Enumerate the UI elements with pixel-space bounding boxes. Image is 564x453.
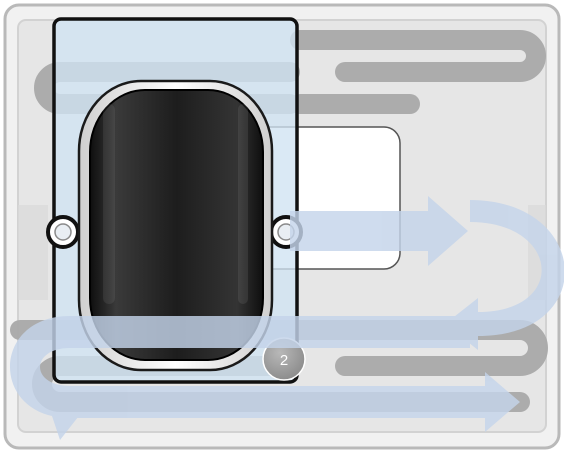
clip-ring-icon bbox=[54, 223, 72, 241]
flow-arrow-icon bbox=[10, 196, 564, 440]
step-number-label: 2 bbox=[280, 352, 288, 369]
device-highlight bbox=[238, 104, 248, 304]
device-body bbox=[89, 89, 264, 361]
tray-side-rail-left bbox=[18, 205, 48, 300]
device-highlight bbox=[103, 104, 115, 304]
